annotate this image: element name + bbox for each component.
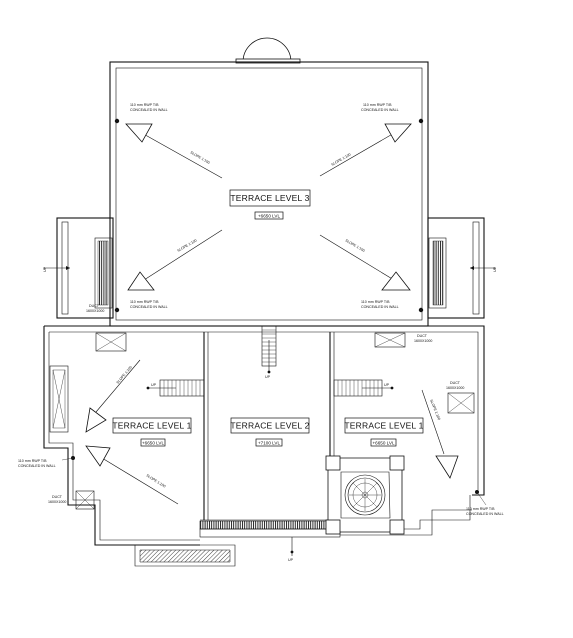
left-wing: UP xyxy=(43,217,114,319)
right-wing: UP xyxy=(427,217,497,319)
rwp-pipe-icon xyxy=(418,307,424,313)
rwp-pipe-icon xyxy=(114,307,120,313)
duct-size: 1600X1000 xyxy=(86,309,104,313)
slope-arrow-icon xyxy=(421,389,459,479)
duct-size: 1600X1000 xyxy=(48,500,66,504)
stair-left: UP xyxy=(146,379,205,397)
level-label: +6650 LVL xyxy=(142,441,164,446)
slope-arrow-icon xyxy=(85,359,141,433)
slope-arrow-icon xyxy=(127,229,223,291)
slope-arrow-icon xyxy=(85,445,179,505)
stair-centre: UP xyxy=(261,325,277,379)
rwp-pipe-icon xyxy=(114,118,120,124)
stair-bottom: UP xyxy=(288,537,294,562)
duct-label: DUCT xyxy=(450,381,461,385)
rwp-label: CONCEALED IN WALL xyxy=(130,305,168,309)
slope-label: SLOPE 1:100 xyxy=(116,365,133,384)
terrace-level-2: TERRACE LEVEL 2 +7100 LVL xyxy=(230,417,309,447)
rwp-label: 110 mm RWP T/B xyxy=(130,103,159,107)
slope-arrow-icon xyxy=(319,234,411,291)
terrace-level-1-right: TERRACE LEVEL 1 +6650 LVL xyxy=(344,417,423,447)
slope-label: SLOPE 1:100 xyxy=(177,238,198,252)
level-label: +7100 LVL xyxy=(258,441,280,446)
rwp-pipe-icon xyxy=(418,118,424,124)
up-label: UP xyxy=(384,383,390,387)
slope-arrow-icon xyxy=(125,123,223,179)
up-label: UP xyxy=(288,558,294,562)
room-label: TERRACE LEVEL 2 xyxy=(230,421,309,431)
duct-box xyxy=(75,490,95,510)
rotunda xyxy=(325,455,405,535)
slope-label: SLOPE 1:100 xyxy=(345,238,366,252)
dome xyxy=(235,37,301,64)
rwp-label: 110 mm RWP T/B xyxy=(18,459,47,463)
up-label: UP xyxy=(151,383,157,387)
stair-landing-bottom-left xyxy=(134,544,236,567)
svg-text:UP: UP xyxy=(43,266,47,272)
duct-label: DUCT xyxy=(89,304,100,308)
duct-box xyxy=(374,332,406,348)
stair-right: UP xyxy=(333,379,394,397)
duct-box xyxy=(95,332,127,352)
duct-label: DUCT xyxy=(417,334,428,338)
rwp-label: 110 mm RWP T/B xyxy=(466,507,495,511)
rwp-label: 110 mm RWP T/B xyxy=(363,103,392,107)
terrace-level-1-left: TERRACE LEVEL 1 +6650 LVL xyxy=(112,417,191,447)
duct-label: DUCT xyxy=(52,495,63,499)
level-label: +6650 LVL xyxy=(258,214,280,219)
lower-outline xyxy=(43,325,485,546)
svg-text:UP: UP xyxy=(493,266,497,272)
room-label: TERRACE LEVEL 3 xyxy=(230,193,309,203)
level-label: +6650 LVL xyxy=(372,441,394,446)
slope-label: SLOPE 1:100 xyxy=(190,150,211,164)
rwp-label: CONCEALED IN WALL xyxy=(361,108,399,112)
rwp-label: CONCEALED IN WALL xyxy=(130,108,168,112)
room-label: TERRACE LEVEL 1 xyxy=(344,421,423,431)
rwp-label: CONCEALED IN WALL xyxy=(466,512,504,516)
room-label: TERRACE LEVEL 1 xyxy=(112,421,191,431)
up-label: UP xyxy=(265,375,271,379)
rwp-label: CONCEALED IN WALL xyxy=(18,464,56,468)
terrace-level-3: SLOPE 1:100 SLOPE 1:100 SLOPE 1:100 SLOP… xyxy=(109,61,429,327)
slope-arrow-icon xyxy=(319,123,412,177)
duct-size: 1600X1000 xyxy=(414,339,432,343)
duct-box xyxy=(447,392,475,414)
window-left xyxy=(49,365,69,433)
duct-size: 1600X1000 xyxy=(446,386,464,390)
slope-label: SLOPE 1:100 xyxy=(429,399,441,421)
rwp-label: CONCEALED IN WALL xyxy=(361,305,399,309)
rwp-label: 110 mm RWP T/B xyxy=(361,300,390,304)
rwp-label: 110 mm RWP T/B xyxy=(130,300,159,304)
